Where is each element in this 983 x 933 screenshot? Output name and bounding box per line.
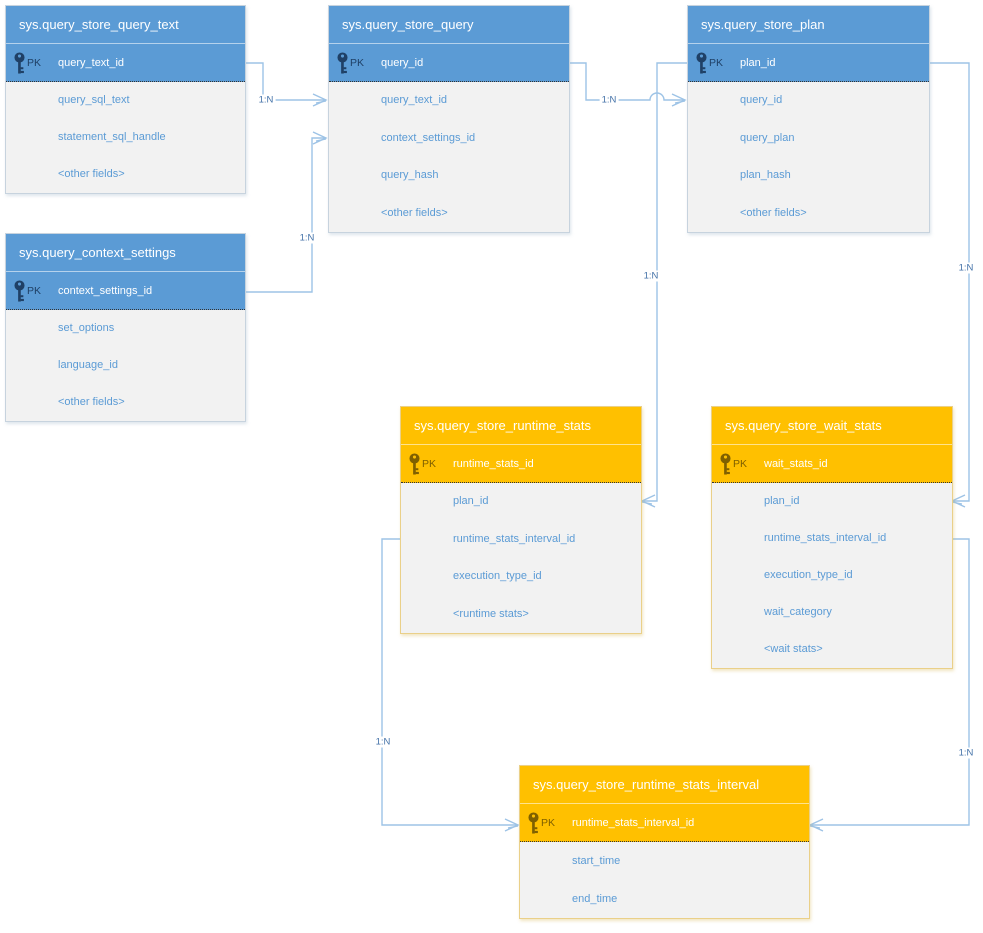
pk-field-name: plan_id [740,57,776,69]
relationship-label: 1:N [373,736,393,748]
field-row: <other fields> [381,206,448,219]
pk-field-name: query_id [381,57,424,69]
field-list: query_text_id context_settings_id query_… [329,82,569,232]
arrowhead-tick-icon [641,501,653,505]
field-row: <other fields> [58,168,125,180]
field-row: execution_type_id [764,569,853,581]
field-row: execution_type_id [453,570,542,582]
field-list: set_options language_id <other fields> [6,310,245,421]
connector-context-settings-to-query [244,137,325,293]
table-title: sys.query_context_settings [6,234,245,272]
table-sys-query-store-plan: sys.query_store_plan PK plan_id query_id… [687,5,930,233]
field-row: query_plan [740,131,795,144]
table-title: sys.query_store_query_text [6,6,245,44]
primary-key-row: PK plan_id [688,44,929,82]
primary-key-row: PK runtime_stats_interval_id [520,804,809,842]
field-row: runtime_stats_interval_id [453,532,576,545]
pk-badge: PK [422,458,437,470]
field-row: <other fields> [58,396,125,408]
pk-field-name: runtime_stats_id [453,458,534,470]
table-title: sys.query_store_plan [688,6,929,44]
table-sys-query-store-query: sys.query_store_query PK query_id query_… [328,5,570,233]
field-row: <other fields> [740,206,807,219]
arrowhead-icon [312,131,328,145]
field-row: start_time [572,855,621,867]
relationship-label: 1:N [297,232,317,244]
arrowhead-tick-icon [315,138,327,142]
key-icon [409,453,420,475]
table-sys-query-store-runtime-stats-interval: sys.query_store_runtime_stats_interval P… [519,765,810,919]
field-row: query_id [740,94,783,106]
field-row: <runtime stats> [453,607,529,620]
arrowhead-tick-icon [315,100,327,104]
key-icon [696,52,707,74]
key-icon [337,52,348,74]
field-row: statement_sql_handle [58,131,166,143]
key-icon [528,812,539,834]
arrowhead-tick-icon [809,825,821,829]
field-row: end_time [572,893,618,905]
pk-badge: PK [541,817,556,829]
pk-badge: PK [27,285,42,297]
field-row: plan_id [764,495,800,507]
field-row: wait_category [764,606,832,618]
field-row: <wait stats> [764,643,823,655]
table-sys-query-store-runtime-stats: sys.query_store_runtime_stats PK runtime… [400,406,642,634]
pk-badge: PK [350,57,365,69]
pk-badge: PK [733,458,748,470]
table-title: sys.query_store_runtime_stats_interval [520,766,809,804]
key-icon [14,52,25,74]
primary-key-row: PK wait_stats_id [712,445,952,483]
field-row: runtime_stats_interval_id [764,532,887,544]
table-sys-query-store-wait-stats: sys.query_store_wait_stats PK wait_stats… [711,406,953,669]
field-row: query_hash [381,169,439,181]
arrowhead-tick-icon [674,100,686,104]
field-list: query_sql_text statement_sql_handle <oth… [6,82,245,193]
arrowhead-icon [950,494,966,508]
table-title: sys.query_store_wait_stats [712,407,952,445]
field-row: plan_id [453,495,489,507]
field-list: query_id query_plan plan_hash <other fie… [688,82,929,232]
table-title: sys.query_store_query [329,6,569,44]
primary-key-row: PK context_settings_id [6,272,245,310]
field-list: plan_id runtime_stats_interval_id execut… [401,483,641,633]
pk-field-name: wait_stats_id [764,458,828,470]
arrowhead-icon [504,818,520,832]
pk-field-name: context_settings_id [58,285,153,297]
connector-query-to-plan [568,62,684,101]
key-icon [720,453,731,475]
field-row: context_settings_id [381,131,476,144]
arrowhead-icon [671,93,687,107]
primary-key-row: PK runtime_stats_id [401,445,641,483]
field-row: plan_hash [740,169,791,181]
arrowhead-tick-icon [507,825,519,829]
field-row: language_id [58,359,118,371]
field-row: query_text_id [381,94,448,106]
pk-field-name: runtime_stats_interval_id [572,817,695,829]
connector-plan-to-runtime-stats [643,62,687,502]
relationship-label: 1:N [599,94,619,106]
table-sys-query-context-settings: sys.query_context_settings PK context_se… [5,233,246,422]
arrowhead-icon [640,494,656,508]
key-icon [14,280,25,302]
relationship-label: 1:N [641,270,661,282]
relationship-label: 1:N [956,262,976,274]
relationship-label: 1:N [956,747,976,759]
primary-key-row: PK query_text_id [6,44,245,82]
arrowhead-tick-icon [951,501,963,505]
table-title: sys.query_store_runtime_stats [401,407,641,445]
relationship-label: 1:N [256,94,276,106]
primary-key-row: PK query_id [329,44,569,82]
arrowhead-icon [808,818,824,832]
pk-badge: PK [709,57,724,69]
pk-badge: PK [27,57,42,69]
arrowhead-icon [312,93,328,107]
field-row: set_options [58,322,115,334]
field-list: start_time end_time [520,842,809,918]
field-row: query_sql_text [58,94,130,106]
pk-field-name: query_text_id [58,57,125,69]
table-sys-query-store-query-text: sys.query_store_query_text PK query_text… [5,5,246,194]
field-list: plan_id runtime_stats_interval_id execut… [712,483,952,668]
